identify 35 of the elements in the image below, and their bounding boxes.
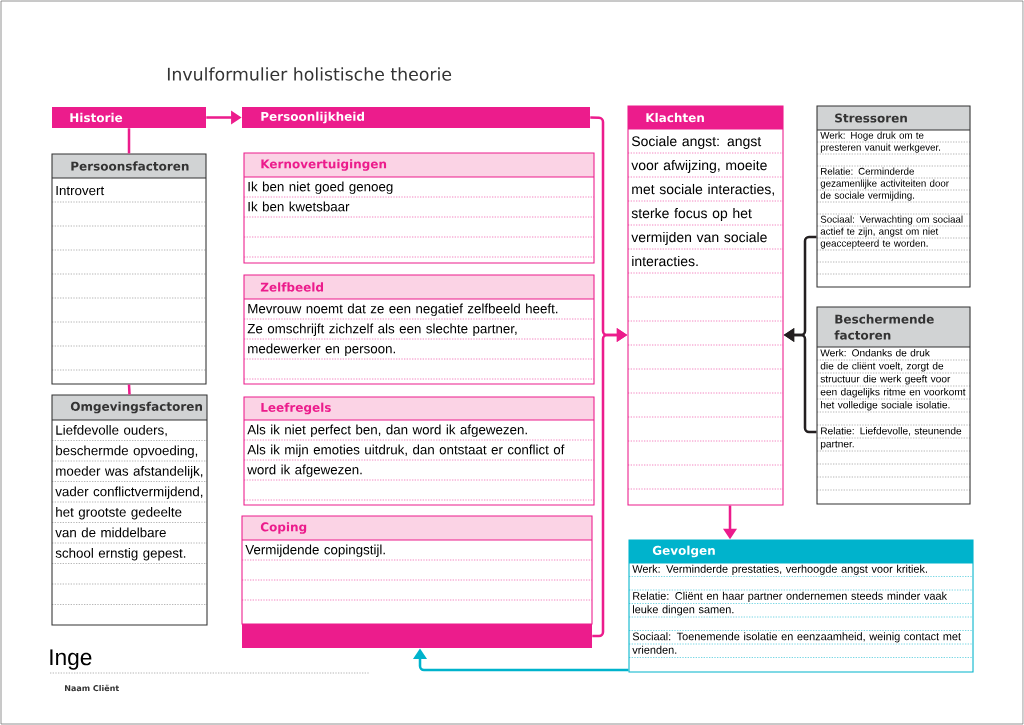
box-heading: Coping <box>260 522 307 534</box>
box-text: Werk: Hoge druk om te presteren vanuit werkgever. Relatie: Cerminderde gezamenlijke activiteiten door de sociale vermijding. Sociaal: Verwachting om sociaal actief te zijn, angst om niet geaccepteerd te worden. <box>820 131 963 249</box>
box-text: Ik ben niet goed genoeg Ik ben kwetsbaar <box>248 181 393 212</box>
form-box <box>51 153 207 385</box>
box-text: Introvert <box>56 185 105 196</box>
box-heading: Leefregels <box>261 402 331 415</box>
box-text: Sociale angst: angst voor afwijzing, moeite met sociale interacties, sterke focus op het vermijden van sociale interacties. <box>631 135 774 267</box>
form-box <box>241 515 593 625</box>
box-heading: Omgevingsfactoren <box>70 401 202 414</box>
header-bar: Historie <box>52 107 206 128</box>
box-heading: Persoonsfactoren <box>71 161 189 171</box>
form-box <box>816 105 971 288</box>
box-text: Mevrouw noemt dat ze een negatief zelfbeeld heeft. Ze omschrijft zichzelf als een slechte partner, medewerker en persoon. <box>247 303 558 357</box>
form-box <box>628 539 974 673</box>
form-box <box>627 105 784 506</box>
field-label: Naam Cliënt <box>65 684 119 692</box>
form-title: Invulformulier holistische theorie <box>167 67 452 81</box>
box-text: Liefdevolle ouders, beschermde opvoeding, moeder was afstandelijk, vader conflictvermijdend, het grootste gedeelte van de middelbare school ernstig gepest. <box>55 424 203 561</box>
form-box <box>243 152 595 264</box>
footer-bar <box>242 624 592 648</box>
box-text: Als ik niet perfect ben, dan word ik afgewezen. Als ik mijn emoties uitdruk, dan ontstaat er conflict of word ik afgewezen. <box>247 424 565 478</box>
client-name: Inge <box>50 649 92 670</box>
box-text: Werk: Verminderde prestaties, verhoogde angst voor kritiek. Relatie: Cliënt en haar partner ondernemen steeds minder vaak leuke dingen samen. Sociaal: Toenemende isolatie en eenzaamheid, weinig contact met vrienden. <box>632 564 961 654</box>
box-heading: Gevolgen <box>652 545 715 558</box>
box-text: Vermijdende copingstijl. <box>245 544 385 558</box>
form-box <box>243 396 595 506</box>
box-heading: Beschermende factoren <box>834 314 934 340</box>
box-heading: Stressoren <box>835 113 907 123</box>
box-text: Werk: Ondanks de druk die de cliënt voelt, zorgt de structuur die werk geeft voor een dagelijks ritme en voorkomt het volledige sociale isolatie. Relatie: Liefdevolle, steunende partner. <box>820 349 966 450</box>
box-heading: Zelfbeeld <box>260 282 323 292</box>
form-box <box>51 394 208 626</box>
form-box <box>816 306 971 505</box>
box-heading: Kernovertuigingen <box>261 159 387 171</box>
form-box <box>243 274 595 385</box>
box-heading: Klachten <box>646 112 704 123</box>
